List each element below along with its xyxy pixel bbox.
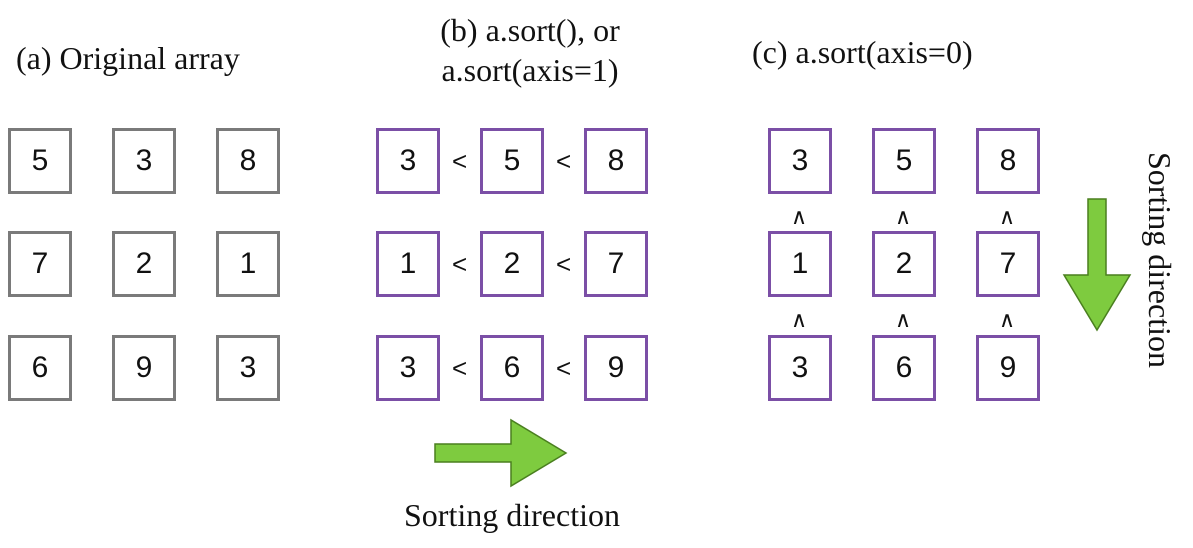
panel-c-cell: 1 (768, 231, 832, 297)
less-than-symbol: < (556, 249, 572, 279)
panel-b-cell: 5 (480, 128, 544, 194)
less-than-symbol: < (452, 146, 468, 176)
panel-c-cell: 6 (872, 335, 936, 401)
panel-c-cell: 8 (976, 128, 1040, 194)
less-than-symbol: < (452, 353, 468, 383)
panel-b-cell: 8 (584, 128, 648, 194)
panel-a-title: (a) Original array (16, 40, 240, 76)
panel-b-title-line2: a.sort(axis=1) (441, 52, 619, 88)
panel-c-cell: 3 (768, 335, 832, 401)
panel-a-cell: 5 (8, 128, 72, 194)
panel-c-cell: 7 (976, 231, 1040, 297)
panel-b-cell: 3 (376, 128, 440, 194)
panel-b-cell: 6 (480, 335, 544, 401)
wedge-symbol: ∧ (791, 204, 808, 229)
down-arrow-icon (1062, 198, 1132, 332)
panel-b-cell: 9 (584, 335, 648, 401)
wedge-symbol: ∧ (791, 307, 808, 332)
panel-a-cell: 3 (216, 335, 280, 401)
wedge-symbol: ∧ (999, 307, 1016, 332)
less-than-symbol: < (452, 249, 468, 279)
panel-a-cell: 1 (216, 231, 280, 297)
wedge-symbol: ∧ (999, 204, 1016, 229)
panel-b-direction-label: Sorting direction (404, 497, 620, 533)
panel-a-cell: 2 (112, 231, 176, 297)
panel-c-cell: 3 (768, 128, 832, 194)
panel-a-cell: 7 (8, 231, 72, 297)
less-than-symbol: < (556, 146, 572, 176)
panel-c-title: (c) a.sort(axis=0) (752, 34, 973, 70)
wedge-symbol: ∧ (895, 204, 912, 229)
right-arrow-icon (434, 418, 568, 488)
wedge-symbol: ∧ (895, 307, 912, 332)
panel-a-cell: 9 (112, 335, 176, 401)
panel-c-cell: 5 (872, 128, 936, 194)
panel-a-cell: 6 (8, 335, 72, 401)
less-than-symbol: < (556, 353, 572, 383)
panel-b-cell: 3 (376, 335, 440, 401)
panel-b-cell: 2 (480, 231, 544, 297)
panel-c-cell: 2 (872, 231, 936, 297)
panel-b-cell: 7 (584, 231, 648, 297)
panel-a-cell: 8 (216, 128, 280, 194)
panel-c-direction-label: Sorting direction (1142, 152, 1178, 368)
panel-b-title-line1: (b) a.sort(), or (440, 12, 620, 48)
panel-b-cell: 1 (376, 231, 440, 297)
panel-c-cell: 9 (976, 335, 1040, 401)
panel-a-cell: 3 (112, 128, 176, 194)
